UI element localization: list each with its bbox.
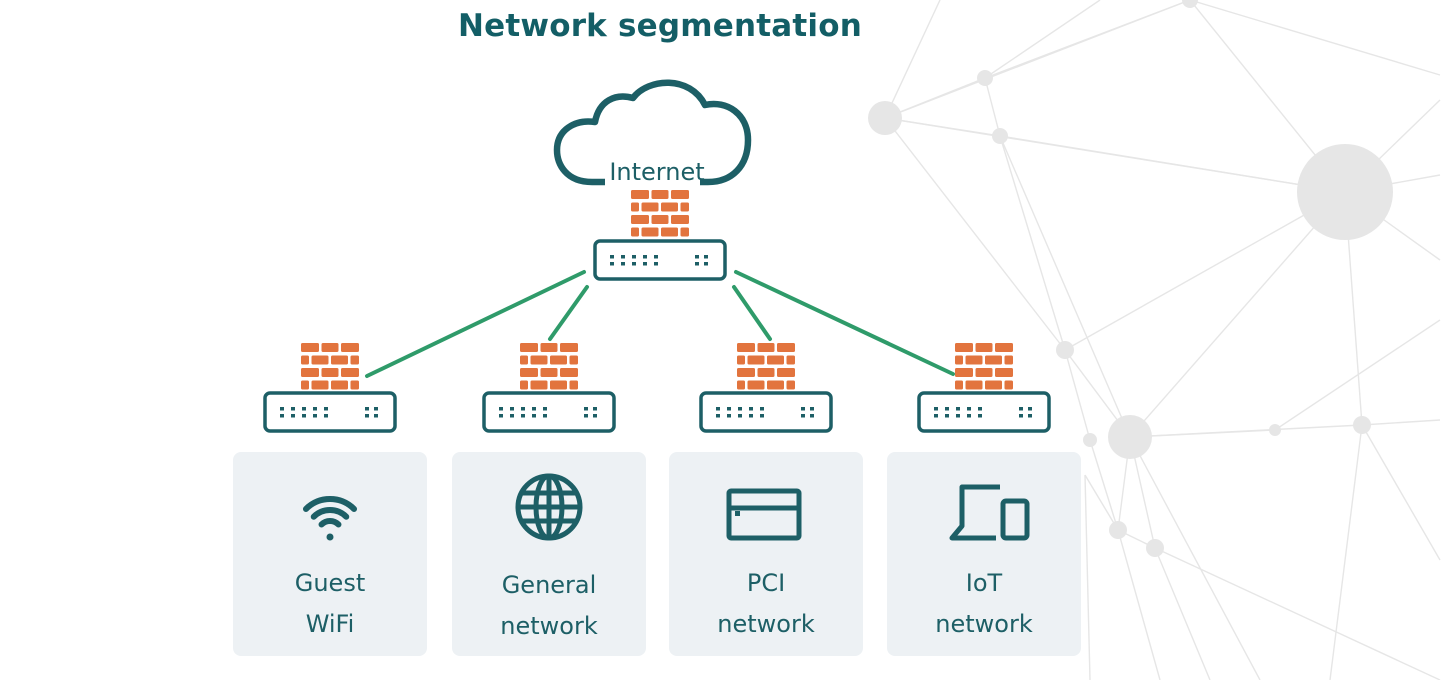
internet-cloud-icon: Internet	[553, 79, 752, 186]
segment-label-line1: PCI	[746, 569, 786, 597]
segment-firewall-icon	[955, 343, 1013, 390]
background-node	[1297, 144, 1393, 240]
segment-label-line2: WiFi	[305, 610, 355, 638]
segment-label-line2: network	[935, 610, 1033, 638]
segment-firewall-icon	[520, 343, 578, 390]
devices-icon	[949, 484, 1030, 541]
segment-label-guest-wifi: Guest WiFi	[233, 563, 427, 645]
segment-label-line2: network	[500, 612, 598, 640]
link-iot-network	[734, 270, 955, 376]
segment-label-pci-network: PCI network	[669, 563, 863, 645]
background-node	[1108, 415, 1152, 459]
background-nodes	[868, 0, 1393, 557]
network-links	[365, 270, 955, 378]
wifi-icon	[302, 496, 358, 541]
core-switch-icon	[593, 239, 727, 281]
background-node	[977, 70, 993, 86]
segment-label-line2: network	[717, 610, 815, 638]
core-firewall-icon	[631, 190, 689, 237]
segment-panel-general-network	[452, 452, 646, 656]
background-node	[1269, 424, 1281, 436]
segment-firewall-icon	[737, 343, 795, 390]
segment-label-general-network: General network	[452, 565, 646, 647]
background-node	[1146, 539, 1164, 557]
segment-label-line1: General	[501, 571, 597, 599]
background-node	[992, 128, 1008, 144]
diagram-title: Network segmentation	[457, 8, 863, 44]
link-general-network	[548, 285, 589, 341]
segment-label-line1: Guest	[294, 569, 366, 597]
segment-panel-iot-network	[887, 452, 1081, 656]
link-pci-network	[732, 285, 772, 341]
internet-label: Internet	[609, 158, 704, 186]
background-node	[1083, 433, 1097, 447]
segment-firewall-icon	[301, 343, 359, 390]
segment-switch-icon	[917, 391, 1051, 433]
card-terminal-icon	[726, 488, 802, 541]
segment-label-line1: IoT	[965, 569, 1003, 597]
link-guest-wifi	[365, 270, 586, 378]
background-node	[1353, 416, 1371, 434]
segment-panel-guest-wifi	[233, 452, 427, 656]
globe-icon	[515, 473, 583, 541]
background-node	[1182, 0, 1198, 8]
segment-panel-pci-network	[669, 452, 863, 656]
segment-switch-icon	[699, 391, 833, 433]
segment-label-iot-network: IoT network	[887, 563, 1081, 645]
segment-switch-icon	[482, 391, 616, 433]
background-node	[868, 101, 902, 135]
segment-switch-icon	[263, 391, 397, 433]
background-node	[1056, 341, 1074, 359]
background-node	[1109, 521, 1127, 539]
